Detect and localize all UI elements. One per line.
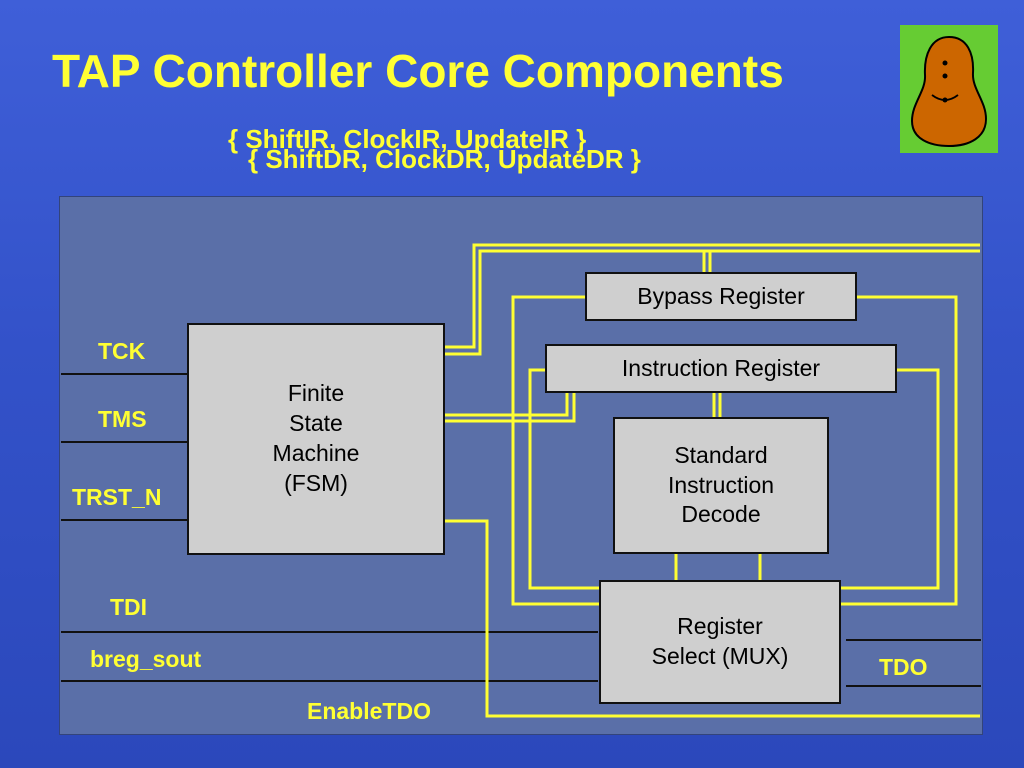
fsm-block: Finite State Machine (FSM) [187,323,445,555]
instruction-decode-label: Standard Instruction Decode [667,441,775,528]
signal-tck: TCK [98,338,146,364]
instruction-register-label: Instruction Register [621,354,821,381]
register-select-mux-block: Register Select (MUX) [599,580,841,704]
subtitle-dr-signals: { ShiftDR, ClockDR, UpdateDR } [248,144,641,174]
register-select-mux-label: Register Select (MUX) [651,613,789,669]
instruction-register-block: Instruction Register [545,344,897,393]
signal-tdi: TDI [110,594,148,620]
subtitle-ir-signals: { ShiftIR, ClockIR, UpdateIR } [228,124,587,154]
bypass-register-label: Bypass Register [637,282,805,309]
signal-trst: TRST_N [72,484,162,510]
instruction-decode-block: Standard Instruction Decode [613,417,829,554]
signal-tdo: TDO [879,654,928,680]
signal-tms: TMS [98,406,147,432]
page-title: TAP Controller Core Components [52,45,784,97]
signal-enable-tdo: EnableTDO [307,698,431,724]
signal-breg-sout: breg_sout [90,646,202,672]
bypass-register-block: Bypass Register [585,272,857,321]
fsm-label: Finite State Machine (FSM) [272,380,360,496]
potato-mascot-logo [900,25,998,153]
